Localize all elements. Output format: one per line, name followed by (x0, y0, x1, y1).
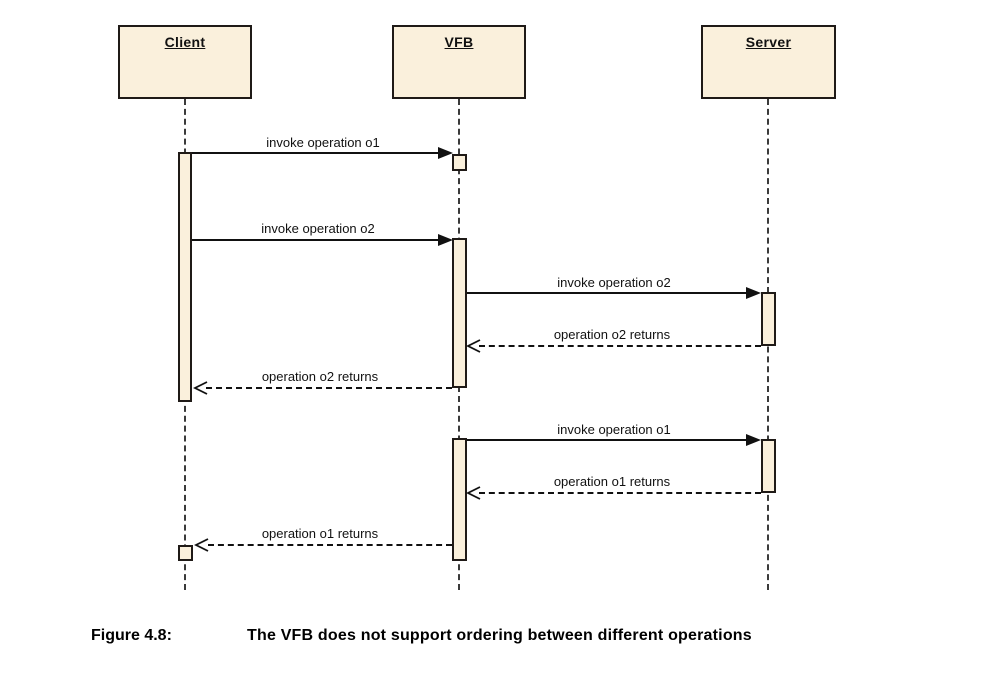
participant-box-vfb: VFB (392, 25, 526, 99)
return-arrowhead-icon (194, 538, 209, 552)
message-line-return (479, 345, 761, 347)
message-label: invoke operation o1 (266, 135, 380, 150)
participant-label-vfb: VFB (444, 34, 474, 50)
message-label: invoke operation o1 (557, 422, 671, 437)
message-line-return (206, 387, 452, 389)
message-label: operation o1 returns (553, 474, 671, 489)
message-line-sync (192, 152, 439, 154)
client-activation-bar (178, 152, 192, 402)
sync-arrowhead-icon (746, 287, 761, 299)
message-label: invoke operation o2 (557, 275, 671, 290)
message-line-sync (192, 239, 439, 241)
figure-caption-text: The VFB does not support ordering betwee… (247, 627, 752, 644)
vfb-activation-small (452, 154, 467, 171)
vfb-activation-bar-2 (452, 438, 467, 561)
message-label: operation o2 returns (553, 327, 671, 342)
sync-arrowhead-icon (438, 147, 453, 159)
client-end-activation (178, 545, 193, 561)
message-line-sync (467, 439, 748, 441)
message-label: operation o2 returns (261, 369, 379, 384)
message-line-sync (467, 292, 748, 294)
server-activation-bar-2 (761, 439, 776, 493)
message-line-return (479, 492, 761, 494)
return-arrowhead-icon (466, 339, 481, 353)
message-label: invoke operation o2 (261, 221, 375, 236)
message-label: operation o1 returns (261, 526, 379, 541)
server-activation-bar-1 (761, 292, 776, 346)
sync-arrowhead-icon (438, 234, 453, 246)
return-arrowhead-icon (466, 486, 481, 500)
sync-arrowhead-icon (746, 434, 761, 446)
participant-box-client: Client (118, 25, 252, 99)
participant-label-client: Client (164, 34, 206, 50)
participant-box-server: Server (701, 25, 836, 99)
figure-caption-number: Figure 4.8: (91, 627, 172, 644)
message-line-return (208, 544, 452, 546)
vfb-activation-bar-1 (452, 238, 467, 388)
return-arrowhead-icon (193, 381, 208, 395)
participant-label-server: Server (745, 34, 792, 50)
